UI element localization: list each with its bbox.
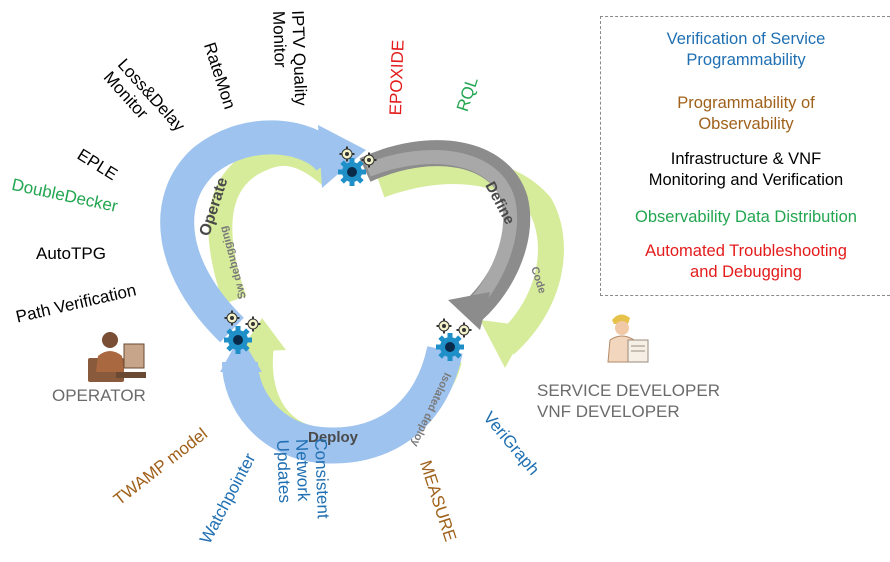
legend-item: Infrastructure & VNF Monitoring and Veri… xyxy=(648,150,844,190)
legend-item: Programmability of Observability xyxy=(677,94,815,134)
gray-arrowhead-define xyxy=(448,292,490,330)
blue-arc-deploy xyxy=(222,345,463,464)
tool-iptv-quality-monitor: IPTV Quality Monitor xyxy=(268,10,311,107)
gray-arc-define-inner xyxy=(365,150,518,317)
blue-arrowhead-deploy xyxy=(220,336,262,372)
tool-consistent-network-updates: Consistent Network Updates xyxy=(272,438,333,519)
operator-label: OPERATOR xyxy=(52,386,146,405)
green-arrowhead-left xyxy=(240,318,286,352)
tool-epoxide: EPOXIDE xyxy=(386,39,408,116)
green-arc-right xyxy=(375,158,564,355)
tool-autotpg: AutoTPG xyxy=(36,244,106,263)
legend-item: Verification of Service Programmability xyxy=(666,30,826,70)
legend-item: Observability Data Distribution xyxy=(635,208,857,226)
green-arrowhead-right xyxy=(480,320,528,368)
blue-arrowhead-operate xyxy=(318,125,366,188)
blue-arc-operate xyxy=(160,120,344,343)
operator-figure-icon xyxy=(88,332,146,382)
developer-label: SERVICE DEVELOPER VNF DEVELOPER xyxy=(537,381,720,422)
developer-figure-icon xyxy=(607,314,649,363)
stage-deploy: Deploy xyxy=(308,429,359,446)
gear-cluster-right xyxy=(436,318,472,361)
legend-item: Automated Troubleshooting and Debugging xyxy=(645,242,847,282)
